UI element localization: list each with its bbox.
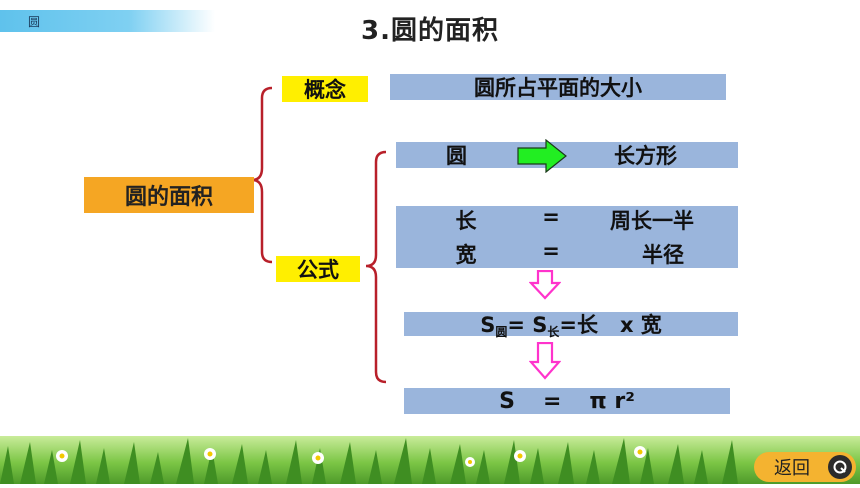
formula-bracket [365, 150, 387, 384]
final-s: S [499, 388, 515, 414]
header-tag-bar: 圆 [0, 10, 215, 32]
transform-from: 圆 [446, 144, 467, 168]
formula-label-box: 公式 [276, 256, 360, 282]
final-expr: π r² [589, 388, 635, 414]
down-arrow-icon-2 [529, 342, 561, 380]
width-label: 宽 [455, 243, 477, 267]
transform-box: 圆 长方形 [396, 139, 738, 173]
area-equation-box: S圆= S长=长 x 宽 [404, 312, 738, 339]
root-node: 圆的面积 [84, 177, 254, 213]
area-equation: S圆= S长=长 x 宽 [480, 312, 662, 339]
width-row: 宽 = 半径 [396, 239, 738, 269]
length-value: 周长一半 [610, 209, 694, 233]
length-eq: = [542, 205, 560, 229]
main-bracket [251, 86, 273, 264]
concept-label: 概念 [304, 78, 346, 102]
root-label: 圆的面积 [124, 185, 213, 210]
formula-label: 公式 [297, 258, 339, 282]
page-title: 3.圆的面积 [361, 16, 499, 46]
dimension-box: 长 = 周长一半 宽 = 半径 [396, 205, 738, 269]
length-label: 长 [455, 209, 477, 233]
grass-blades [0, 438, 738, 484]
grass-decoration [0, 436, 860, 484]
transform-to: 长方形 [614, 144, 677, 168]
length-row: 长 = 周长一半 [396, 205, 738, 235]
concept-definition-box: 圆所占平面的大小 [390, 74, 726, 100]
header-tag: 圆 [28, 15, 41, 29]
concept-definition: 圆所占平面的大小 [474, 76, 642, 100]
final-formula-box: S = π r² [404, 388, 730, 414]
width-value: 半径 [642, 243, 684, 267]
back-button[interactable]: 返回 [754, 452, 856, 482]
right-arrow-icon [517, 139, 567, 173]
concept-label-box: 概念 [282, 76, 368, 102]
back-icon [828, 455, 852, 479]
width-eq: = [542, 239, 560, 263]
back-label: 返回 [774, 458, 810, 479]
down-arrow-icon [529, 270, 561, 300]
final-eq: = [542, 388, 562, 414]
